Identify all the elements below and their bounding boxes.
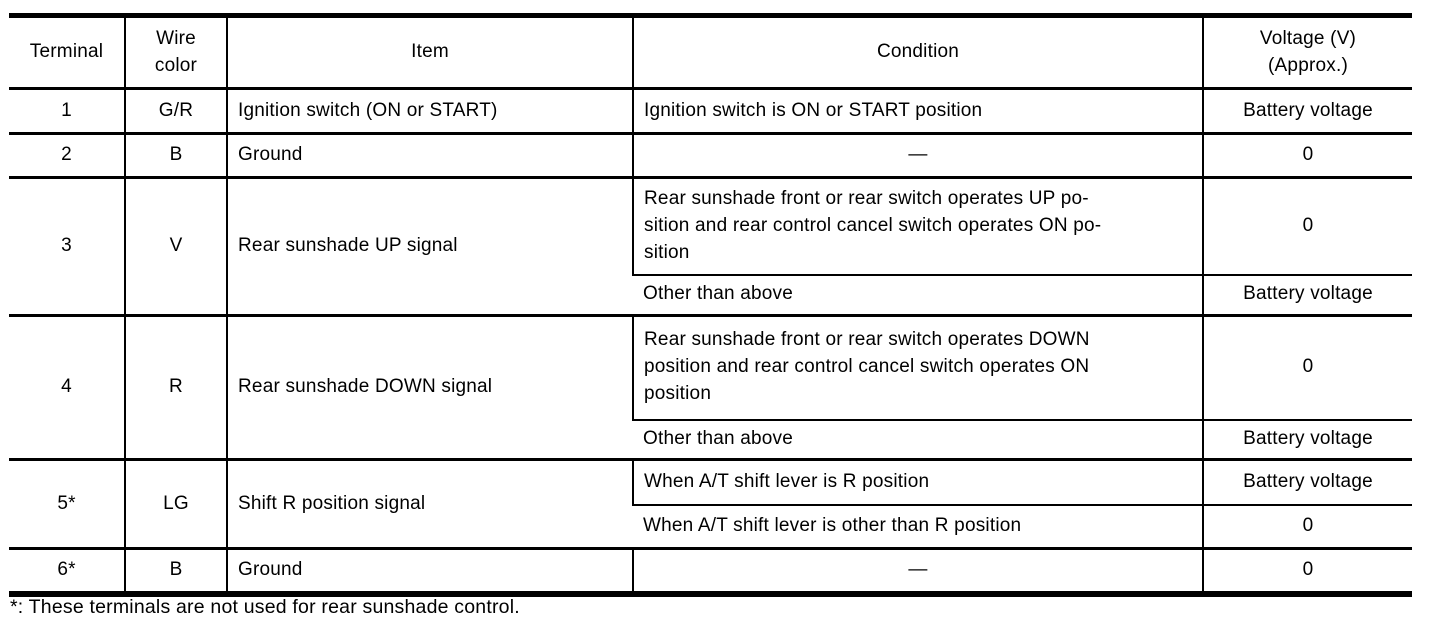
condition-cell: Ignition switch is ON or START position	[632, 88, 1203, 135]
item-cell: Rear sunshade UP signal	[226, 177, 633, 317]
voltage-cell: 0	[1202, 177, 1412, 276]
table-row: 6* B Ground — 0	[9, 548, 1412, 595]
wire-color-cell: V	[124, 177, 227, 317]
voltage-cell: 0	[1202, 548, 1412, 595]
col-header-voltage: Voltage (V) (Approx.)	[1202, 15, 1412, 90]
voltage-cell: Battery voltage	[1202, 419, 1412, 461]
wire-color-cell: R	[124, 315, 227, 461]
item-cell: Rear sunshade DOWN signal	[226, 315, 633, 461]
terminal-cell: 5*	[9, 459, 125, 550]
table-row: 3 V Rear sunshade UP signal Rear sunshad…	[9, 177, 1412, 317]
condition-cell: Other than above	[633, 419, 1203, 461]
item-cell: Ignition switch (ON or START)	[226, 88, 633, 135]
col-header-terminal: Terminal	[9, 15, 125, 90]
terminal-cell: 2	[9, 133, 125, 179]
col-header-item: Item	[226, 15, 633, 90]
col-header-wire-color: Wire color	[124, 15, 227, 90]
condition-cell: —	[632, 133, 1203, 179]
condition-cell: When A/T shift lever is other than R pos…	[633, 504, 1203, 550]
terminal-voltage-table-wrap: Terminal Wire color Item Condition Volta…	[9, 13, 1412, 597]
wire-color-cell: LG	[124, 459, 227, 550]
col-header-condition: Condition	[632, 15, 1203, 90]
terminal-cell: 1	[9, 88, 125, 135]
table-subrow: Other than above Battery voltage	[9, 274, 1412, 317]
table-row: 1 G/R Ignition switch (ON or START) Igni…	[9, 88, 1412, 135]
table-subrow: Other than above Battery voltage	[9, 419, 1412, 461]
table-row: 4 R Rear sunshade DOWN signal Rear sunsh…	[9, 315, 1412, 461]
wire-color-cell: B	[124, 548, 227, 595]
terminal-cell: 3	[9, 177, 125, 317]
condition-cell: —	[632, 548, 1203, 595]
item-cell: Ground	[226, 548, 633, 595]
footnote: *: These terminals are not used for rear…	[10, 596, 520, 618]
condition-cell: Rear sunshade front or rear switch opera…	[632, 315, 1203, 421]
voltage-cell: Battery voltage	[1202, 274, 1412, 317]
wire-color-cell: B	[124, 133, 227, 179]
condition-cell: Other than above	[633, 274, 1203, 317]
item-cell: Ground	[226, 133, 633, 179]
terminal-voltage-table: Terminal Wire color Item Condition Volta…	[9, 13, 1412, 597]
table-header-row: Terminal Wire color Item Condition Volta…	[9, 15, 1412, 90]
table-row: 5* LG Shift R position signal When A/T s…	[9, 459, 1412, 550]
condition-cell: When A/T shift lever is R position	[632, 459, 1203, 506]
condition-cell: Rear sunshade front or rear switch opera…	[632, 177, 1203, 276]
wire-color-cell: G/R	[124, 88, 227, 135]
table-row: 2 B Ground — 0	[9, 133, 1412, 179]
item-cell: Shift R position signal	[226, 459, 633, 550]
voltage-cell: 0	[1202, 315, 1412, 421]
table-subrow: When A/T shift lever is other than R pos…	[9, 504, 1412, 550]
voltage-cell: Battery voltage	[1202, 459, 1412, 506]
voltage-cell: 0	[1202, 504, 1412, 550]
voltage-cell: 0	[1202, 133, 1412, 179]
terminal-cell: 4	[9, 315, 125, 461]
terminal-cell: 6*	[9, 548, 125, 595]
voltage-cell: Battery voltage	[1202, 88, 1412, 135]
